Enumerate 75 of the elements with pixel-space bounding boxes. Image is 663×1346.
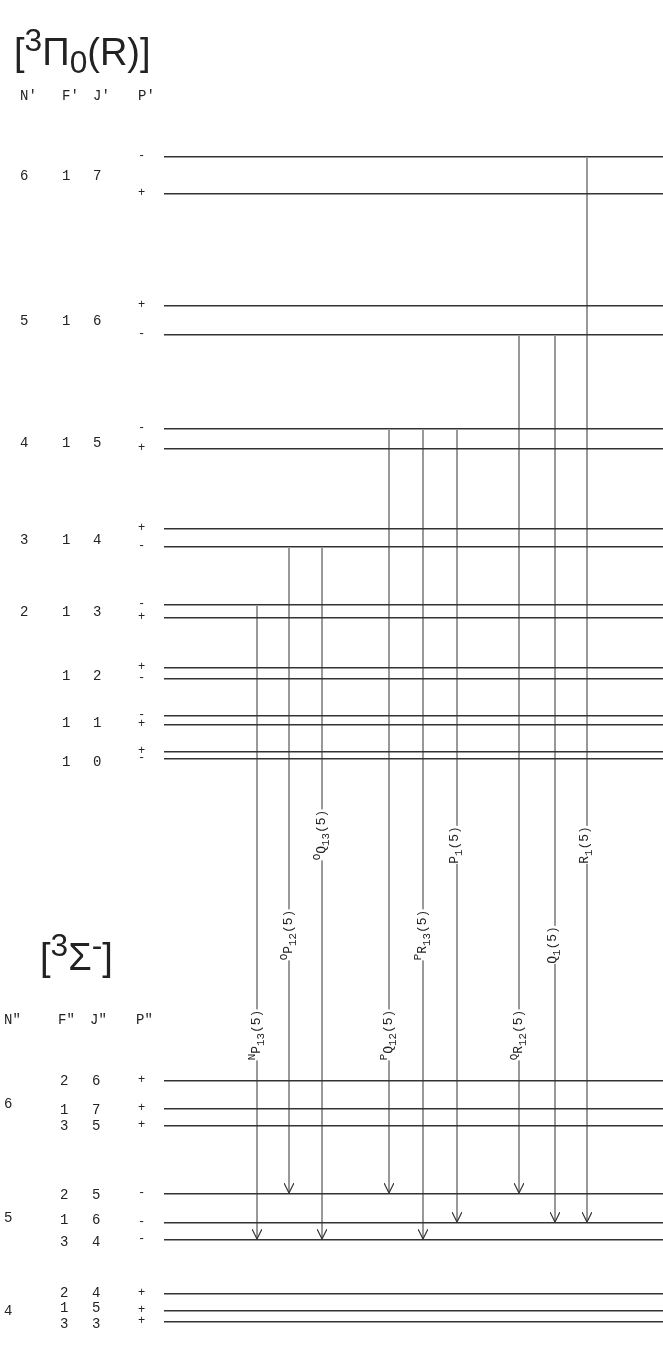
quantum-number: 3 bbox=[93, 604, 102, 620]
quantum-number: 7 bbox=[93, 168, 102, 184]
quantum-number: P' bbox=[138, 88, 155, 104]
quantum-number: 1 bbox=[93, 715, 102, 731]
quantum-number: 1 bbox=[62, 532, 71, 548]
quantum-number: 1 bbox=[60, 1300, 69, 1316]
parity-sign: - bbox=[138, 150, 146, 162]
parity-sign: - bbox=[138, 598, 146, 610]
parity-sign: + bbox=[138, 1315, 146, 1327]
quantum-number: 1 bbox=[62, 668, 71, 684]
quantum-number: 3 bbox=[60, 1316, 69, 1332]
quantum-number: 1 bbox=[60, 1212, 69, 1228]
quantum-number: 5 bbox=[93, 435, 102, 451]
quantum-number: 2 bbox=[60, 1285, 69, 1301]
quantum-number: 1 bbox=[60, 1102, 69, 1118]
parity-sign: + bbox=[138, 1304, 146, 1316]
quantum-number: 3 bbox=[60, 1118, 69, 1134]
quantum-number: 5 bbox=[92, 1300, 101, 1316]
parity-sign: - bbox=[138, 328, 146, 340]
quantum-number: 6 bbox=[92, 1073, 101, 1089]
quantum-number: 5 bbox=[92, 1118, 101, 1134]
quantum-number: 4 bbox=[93, 532, 102, 548]
quantum-number: 1 bbox=[62, 313, 71, 329]
quantum-number: 5 bbox=[20, 313, 29, 329]
parity-sign: - bbox=[138, 672, 146, 684]
quantum-number: 2 bbox=[20, 604, 29, 620]
quantum-number: N" bbox=[4, 1012, 21, 1028]
parity-sign: - bbox=[138, 1216, 146, 1228]
parity-sign: + bbox=[138, 1074, 146, 1086]
parity-sign: + bbox=[138, 718, 146, 730]
parity-sign: - bbox=[138, 540, 146, 552]
quantum-number: 6 bbox=[20, 168, 29, 184]
quantum-number: 3 bbox=[60, 1234, 69, 1250]
quantum-number: 5 bbox=[4, 1210, 13, 1226]
parity-sign: - bbox=[138, 709, 146, 721]
quantum-number: 4 bbox=[92, 1234, 101, 1250]
parity-sign: + bbox=[138, 661, 146, 673]
state-symbol: [$^{3}$Π$_{0}$(R)] bbox=[14, 21, 151, 83]
parity-sign: - bbox=[138, 1187, 146, 1199]
parity-sign: + bbox=[138, 1102, 146, 1114]
quantum-number: 1 bbox=[62, 168, 71, 184]
quantum-number: 6 bbox=[4, 1096, 13, 1112]
quantum-number: F' bbox=[62, 88, 79, 104]
parity-sign: + bbox=[138, 522, 146, 534]
parity-sign: + bbox=[138, 1287, 146, 1299]
quantum-number: P" bbox=[136, 1012, 153, 1028]
parity-sign: + bbox=[138, 611, 146, 623]
quantum-number: 4 bbox=[92, 1285, 101, 1301]
quantum-number: J' bbox=[93, 88, 110, 104]
parity-sign: + bbox=[138, 187, 146, 199]
parity-sign: + bbox=[138, 442, 146, 454]
state-symbol: [$^{3}$Σ$^{-}$] bbox=[40, 926, 113, 979]
quantum-number: 1 bbox=[62, 754, 71, 770]
quantum-number: 2 bbox=[60, 1073, 69, 1089]
quantum-number: 1 bbox=[62, 715, 71, 731]
parity-sign: - bbox=[138, 1233, 146, 1245]
quantum-number: 2 bbox=[60, 1187, 69, 1203]
quantum-number: 0 bbox=[93, 754, 102, 770]
quantum-number: 4 bbox=[4, 1303, 13, 1319]
quantum-number: 5 bbox=[92, 1187, 101, 1203]
quantum-number: 1 bbox=[62, 435, 71, 451]
parity-sign: + bbox=[138, 1119, 146, 1131]
quantum-number: 3 bbox=[92, 1316, 101, 1332]
quantum-number: 3 bbox=[20, 532, 29, 548]
quantum-number: 6 bbox=[92, 1212, 101, 1228]
quantum-number: 4 bbox=[20, 435, 29, 451]
quantum-number: F" bbox=[58, 1012, 75, 1028]
quantum-number: 1 bbox=[62, 604, 71, 620]
quantum-number: N' bbox=[20, 88, 37, 104]
parity-sign: - bbox=[138, 422, 146, 434]
quantum-number: J" bbox=[90, 1012, 107, 1028]
quantum-number: 2 bbox=[93, 668, 102, 684]
quantum-number: 6 bbox=[93, 313, 102, 329]
quantum-number: 7 bbox=[92, 1102, 101, 1118]
parity-sign: + bbox=[138, 299, 146, 311]
